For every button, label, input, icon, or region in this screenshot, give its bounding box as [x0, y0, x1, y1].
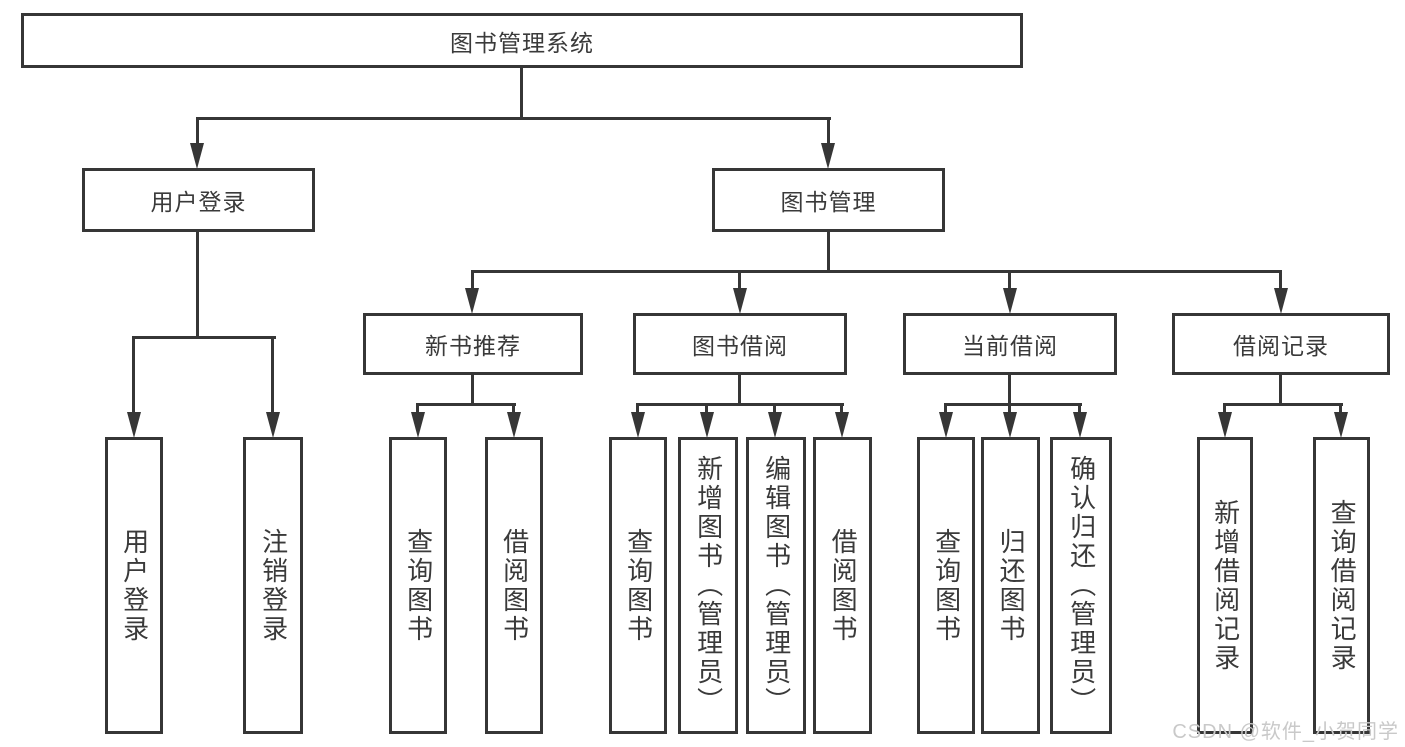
arrow-down-icon	[1003, 288, 1017, 314]
leaf-borrow-books-2: 借阅图书	[813, 437, 872, 734]
connector-newbook-hline	[416, 403, 516, 406]
connector-login-hline	[132, 336, 276, 339]
connector-borrow-stem-2	[705, 403, 708, 413]
arrow-down-icon	[266, 412, 280, 438]
node-root-label: 图书管理系统	[450, 29, 594, 56]
connector-borrow-stem-1	[636, 403, 639, 413]
node-new-book-recommend-label: 新书推荐	[425, 333, 521, 359]
arrow-down-icon	[190, 143, 204, 169]
leaf-query-borrow-record: 查询借阅记录	[1313, 437, 1370, 734]
leaf-query-borrow-record-label: 查询借阅记录	[1327, 498, 1358, 673]
arrow-down-icon	[733, 288, 747, 314]
connector-root-stem-right	[827, 117, 830, 145]
connector-records-stem-1	[1223, 403, 1226, 413]
arrow-down-icon	[465, 288, 479, 314]
connector-records-stem-2	[1339, 403, 1342, 413]
arrow-down-icon	[631, 412, 645, 438]
node-current-borrowing-label: 当前借阅	[962, 333, 1058, 359]
connector-newbook-stem-1	[416, 403, 419, 413]
connector-records-hline	[1223, 403, 1343, 406]
node-book-borrowing: 图书借阅	[633, 313, 847, 375]
leaf-query-books-3: 查询图书	[917, 437, 975, 734]
connector-login-stem-1	[132, 336, 135, 413]
node-book-management-branch-label: 图书管理	[780, 189, 877, 215]
connector-root-stem-left	[196, 117, 199, 145]
connector-borrow-hline	[636, 403, 844, 406]
leaf-add-borrow-record-label: 新增借阅记录	[1210, 498, 1241, 673]
connector-login-vline	[196, 232, 199, 339]
leaf-confirm-return-admin: 确认归还（管理员）	[1050, 437, 1112, 734]
node-borrowing-records-label: 借阅记录	[1233, 333, 1329, 359]
leaf-query-books-1-label: 查询图书	[403, 527, 434, 644]
node-borrowing-records: 借阅记录	[1172, 313, 1390, 375]
node-current-borrowing: 当前借阅	[903, 313, 1117, 375]
leaf-logout-label: 注销登录	[258, 527, 289, 644]
connector-records-vline	[1279, 375, 1282, 405]
arrow-down-icon	[1218, 412, 1232, 438]
arrow-down-icon	[411, 412, 425, 438]
connector-mgmt-stem-1	[471, 270, 474, 289]
connector-mgmt-stem-4	[1279, 270, 1282, 289]
connector-login-stem-2	[271, 336, 274, 413]
leaf-user-login-label: 用户登录	[119, 527, 150, 644]
leaf-query-books-2: 查询图书	[609, 437, 667, 734]
node-root: 图书管理系统	[21, 13, 1023, 68]
connector-current-stem-2	[1008, 403, 1011, 413]
arrow-down-icon	[1003, 412, 1017, 438]
connector-current-stem-1	[944, 403, 947, 413]
connector-borrow-stem-3	[773, 403, 776, 413]
leaf-logout: 注销登录	[243, 437, 303, 734]
arrow-down-icon	[127, 412, 141, 438]
leaf-user-login: 用户登录	[105, 437, 163, 734]
leaf-add-borrow-record: 新增借阅记录	[1197, 437, 1253, 734]
node-user-login-branch: 用户登录	[82, 168, 315, 232]
arrow-down-icon	[1334, 412, 1348, 438]
node-book-management-branch: 图书管理	[712, 168, 945, 232]
connector-root-vline	[520, 68, 523, 120]
leaf-confirm-return-admin-label: 确认归还（管理员）	[1066, 455, 1097, 716]
arrow-down-icon	[835, 412, 849, 438]
leaf-borrow-books-1-label: 借阅图书	[499, 527, 530, 644]
connector-mgmt-hline	[471, 270, 1282, 273]
node-user-login-branch-label: 用户登录	[150, 189, 247, 215]
arrow-down-icon	[700, 412, 714, 438]
arrow-down-icon	[1073, 412, 1087, 438]
connector-mgmt-stem-2	[738, 270, 741, 289]
connector-mgmt-stem-3	[1008, 270, 1011, 289]
leaf-query-books-2-label: 查询图书	[623, 527, 654, 644]
connector-borrow-vline	[738, 375, 741, 405]
connector-current-vline	[1008, 375, 1011, 405]
leaf-borrow-books-2-label: 借阅图书	[828, 527, 859, 644]
node-new-book-recommend: 新书推荐	[363, 313, 583, 375]
leaf-return-books-label: 归还图书	[996, 527, 1027, 644]
arrow-down-icon	[939, 412, 953, 438]
arrow-down-icon	[1274, 288, 1288, 314]
connector-mgmt-vline	[827, 232, 830, 273]
leaf-return-books: 归还图书	[981, 437, 1040, 734]
arrow-down-icon	[768, 412, 782, 438]
leaf-add-books-admin-label: 新增图书（管理员）	[693, 455, 724, 716]
connector-root-hline	[196, 117, 831, 120]
leaf-query-books-3-label: 查询图书	[931, 527, 962, 644]
leaf-add-books-admin: 新增图书（管理员）	[678, 437, 738, 734]
connector-borrow-stem-4	[840, 403, 843, 413]
leaf-edit-books-admin-label: 编辑图书（管理员）	[761, 455, 792, 716]
arrow-down-icon	[507, 412, 521, 438]
leaf-query-books-1: 查询图书	[389, 437, 447, 734]
leaf-borrow-books-1: 借阅图书	[485, 437, 543, 734]
connector-newbook-vline	[471, 375, 474, 405]
node-book-borrowing-label: 图书借阅	[692, 333, 788, 359]
connector-current-stem-3	[1078, 403, 1081, 413]
leaf-edit-books-admin: 编辑图书（管理员）	[746, 437, 806, 734]
connector-current-hline	[944, 403, 1082, 406]
arrow-down-icon	[821, 143, 835, 169]
csdn-watermark: CSDN @软件_小贺同学	[1172, 721, 1399, 743]
connector-newbook-stem-2	[512, 403, 515, 413]
